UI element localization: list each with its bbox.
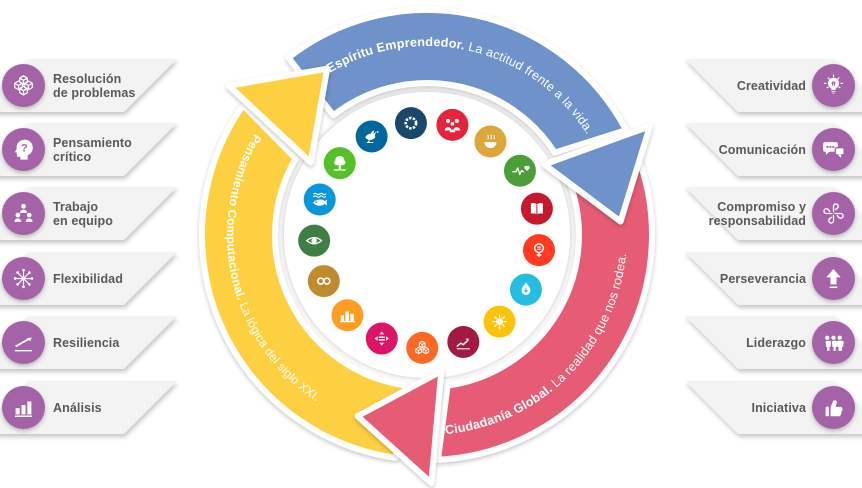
skill-label-line-right-4-1: Perseverancia xyxy=(719,271,806,286)
cubes-3d-icon xyxy=(2,63,45,107)
skill-label-line-left-2-2: crítico xyxy=(53,149,92,164)
sdg-icon-cubes xyxy=(406,331,439,364)
speech-bubbles-icon xyxy=(812,127,855,171)
skill-label-line-left-5-1: Resiliencia xyxy=(53,335,120,350)
skill-label-right-1: Creatividad xyxy=(737,59,806,112)
skill-label-line-right-5-1: Liderazgo xyxy=(746,335,806,350)
skill-label-right-5: Liderazgo xyxy=(746,316,806,369)
collaboration-icon xyxy=(812,192,855,236)
skill-label-line-left-1-1: Resolución xyxy=(53,71,122,86)
skill-label-line-left-3-2: en equipo xyxy=(53,213,113,228)
sdg-icon-heartbeat xyxy=(503,154,536,187)
sdg-icon-book xyxy=(520,192,553,225)
sdg-icon-eye xyxy=(298,224,331,257)
skill-label-left-4: Flexibilidad xyxy=(53,252,123,305)
skill-label-line-right-1-1: Creatividad xyxy=(736,78,806,93)
arc-band-ciudadania-global xyxy=(434,151,655,463)
rising-arrow-icon xyxy=(2,321,45,365)
sdg-icon-equality xyxy=(365,322,398,355)
skill-label-line-right-6-1: Iniciativa xyxy=(751,400,806,415)
up-arrow-icon xyxy=(812,256,855,300)
people-group-icon xyxy=(812,321,855,365)
sdg-icon-city xyxy=(331,299,364,332)
skill-label-line-left-2-1: Pensamiento xyxy=(53,135,132,150)
sdg-icon-fish xyxy=(303,183,336,216)
skill-label-line-left-1-2: de problemas xyxy=(53,85,136,100)
sdg-icon-tree xyxy=(323,147,356,180)
arrow-head-pensamiento-computacional xyxy=(225,65,331,166)
thumbs-up-icon xyxy=(812,385,855,429)
bulb-icon xyxy=(812,63,855,107)
skill-label-line-right-2-1: Comunicación xyxy=(718,142,806,157)
head-question-icon: ? xyxy=(2,127,45,171)
sdg-icon-wheel xyxy=(394,107,427,140)
bar-chart-icon xyxy=(2,385,45,429)
skill-label-right-4: Perseverancia xyxy=(720,252,806,305)
arrow-bands xyxy=(199,7,655,463)
arrow-heads xyxy=(225,65,653,486)
skill-label-line-left-6-1: Análisis xyxy=(53,400,102,415)
sdg-icon-infinity xyxy=(307,265,340,298)
skill-label-line-left-4-1: Flexibilidad xyxy=(53,271,123,286)
skill-label-line-right-3-1: Compromiso y xyxy=(717,199,806,214)
skill-label-right-6: Iniciativa xyxy=(752,381,807,434)
arrow-head-espiritu-emprendedor xyxy=(541,123,653,225)
arrow-head-ciudadania-global xyxy=(354,368,445,486)
skill-label-line-right-3-2: responsabilidad xyxy=(708,213,806,228)
sdg-icon-dove xyxy=(355,120,388,153)
skill-label-right-2: Comunicación xyxy=(719,123,806,176)
arc-band-espiritu-emprendedor xyxy=(285,7,630,156)
sdg-icon-ring xyxy=(298,107,555,364)
sdg-icon-water xyxy=(509,273,542,306)
sdg-icon-growth xyxy=(447,325,480,358)
skill-label-left-6: Análisis xyxy=(53,381,102,434)
sdg-icon-gender xyxy=(522,234,555,267)
sdg-icon-sun xyxy=(483,305,516,338)
network-icon xyxy=(2,256,45,300)
team-icon xyxy=(2,192,45,236)
arc-band-pensamiento-computacional xyxy=(199,102,409,461)
sdg-icon-family xyxy=(436,108,469,141)
skill-label-left-5: Resiliencia xyxy=(53,316,119,369)
skill-label-line-left-3-1: Trabajo xyxy=(53,199,99,214)
svg-text:?: ? xyxy=(21,142,28,154)
sdg-icon-bowl xyxy=(474,125,507,158)
